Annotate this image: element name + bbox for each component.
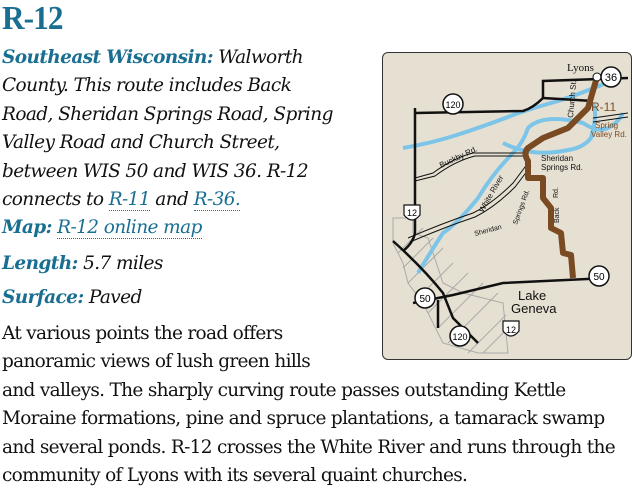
shield-us12-top: 12 [407,208,417,218]
lyons-point [592,72,602,82]
description-paragraph: At various points the road offers panora… [2,320,632,490]
label-geneva: Geneva [511,301,557,316]
length-label: Length: [2,253,78,274]
label-back: Back [554,207,561,223]
surface-row: Surface: Paved [2,287,142,308]
intro-and: and [150,189,194,211]
intro-paragraph: Southeast Wisconsin: Walworth County. Th… [2,44,342,214]
length-value: 5.7 miles [77,253,163,274]
map-row: Map: R-12 online map [2,217,202,239]
label-sheridan: Sheridan [474,224,503,238]
intro-text: Walworth County. This route includes Bac… [2,47,333,211]
label-rd: Rd. [553,187,560,198]
r36-link[interactable]: R-36. [193,189,241,212]
map-graphic: Lyons Church St. R-11 Spring Valley Rd. … [392,62,629,354]
label-lyons: Lyons [567,62,594,74]
r11-link[interactable]: R-11 [108,189,151,212]
label-lake: Lake [518,288,546,303]
r12-route [522,76,600,279]
highway-shields: 36 120 12 50 50 120 12 [403,66,622,347]
length-row: Length: 5.7 miles [2,253,163,274]
description-rest: and valleys. The sharply curving route p… [2,379,616,487]
region-label: Southeast Wisconsin: [2,47,214,68]
stream [402,76,619,150]
surface-label: Surface: [2,287,84,308]
label-spring-valley-2: Valley Rd. [591,130,627,139]
shield-us12-bottom: 12 [506,325,516,335]
shield-wis120-top: 120 [445,100,460,110]
online-map-link[interactable]: R-12 online map [57,217,202,239]
label-spring-valley-1: Spring [595,121,618,130]
label-springs-rd: Springs Rd. [512,189,531,226]
label-sheridan-springs-1: Sheridan [541,154,573,163]
route-map: Lyons Church St. R-11 Spring Valley Rd. … [382,52,632,360]
surface-value: Paved [83,287,143,308]
label-sheridan-springs-2: Springs Rd. [541,163,583,172]
map-label: Map: [2,217,52,238]
shield-wis50-right: 50 [593,272,605,283]
label-r11: R-11 [591,100,616,114]
label-church-st: Church St. [566,80,578,118]
shield-wis120-bottom: 120 [452,332,467,342]
shield-wis50-left: 50 [419,294,431,305]
white-river [416,112,625,275]
double-roads [407,112,629,243]
shield-wis36: 36 [605,72,617,84]
page-title: R-12 [2,0,64,37]
description-first: At various points the road offers panora… [2,323,311,373]
